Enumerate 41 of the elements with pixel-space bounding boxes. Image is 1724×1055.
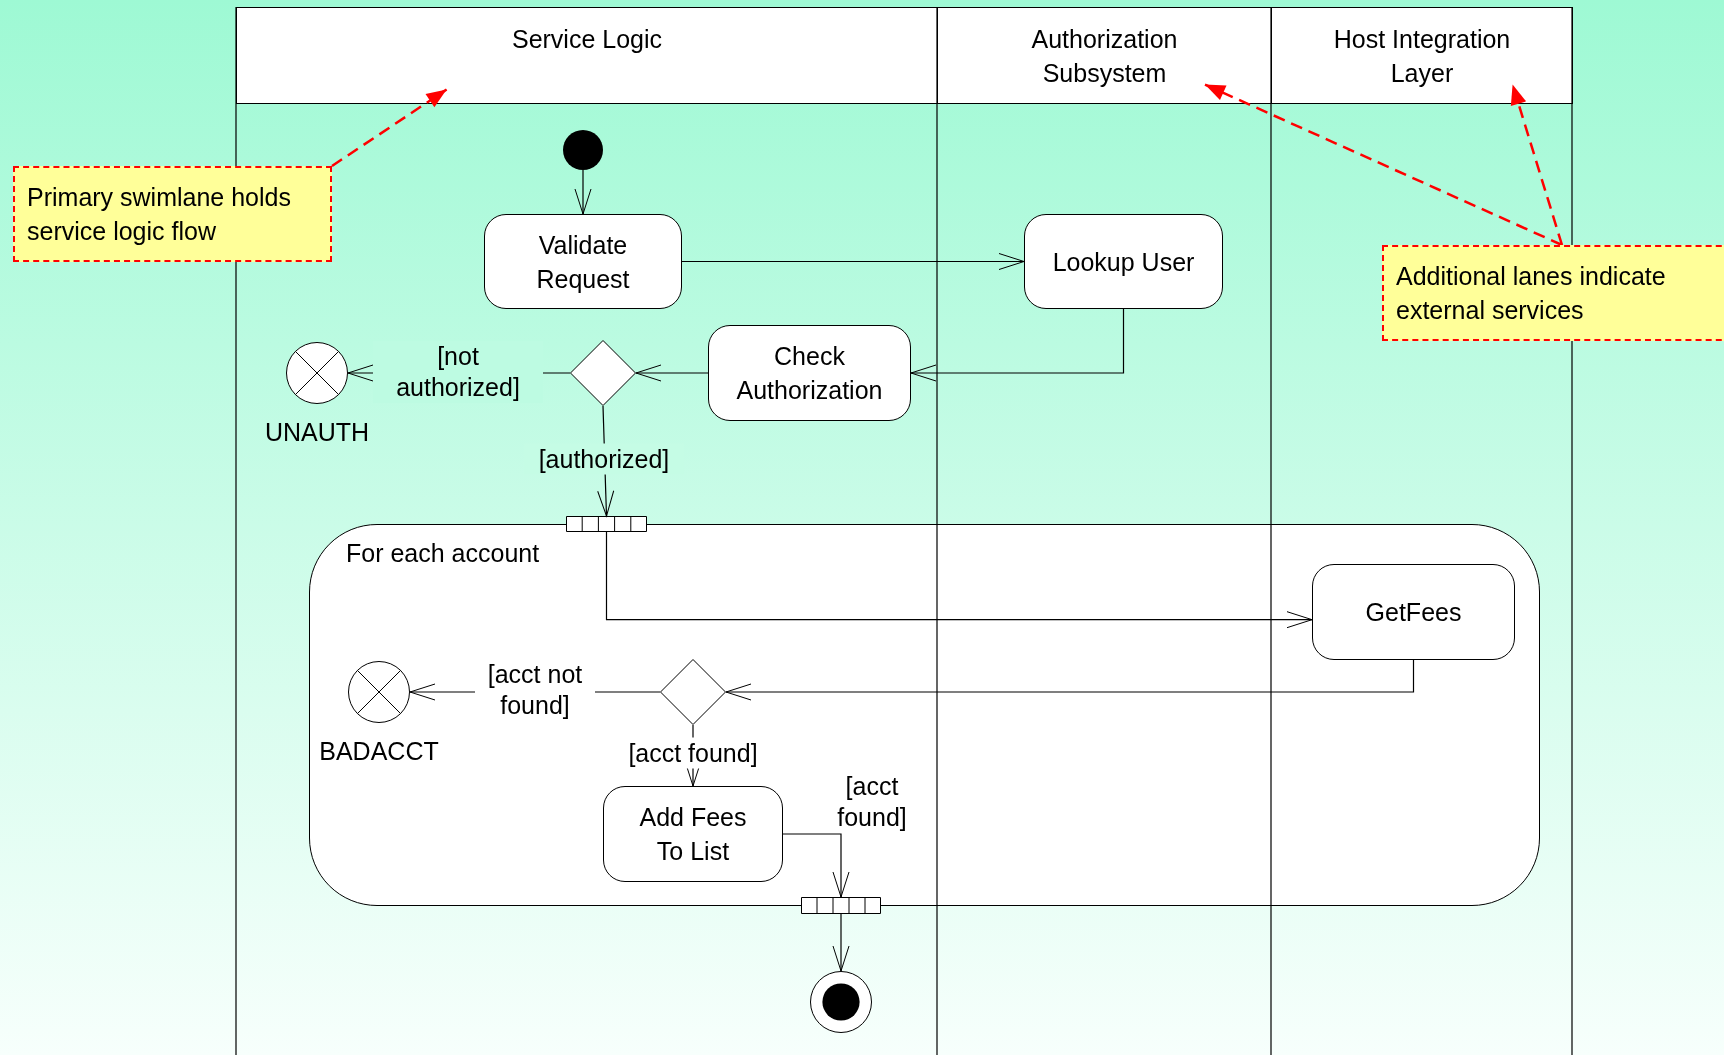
- flow-arrow: [635, 364, 709, 382]
- expansion-region: [309, 524, 1540, 906]
- action-label: GetFees: [1365, 597, 1462, 628]
- comment-arrow: [1510, 84, 1564, 246]
- node-caption: UNAUTH: [264, 418, 370, 447]
- lane-header: [1271, 7, 1573, 104]
- region-label: For each account: [346, 539, 540, 568]
- final-node: [810, 971, 872, 1033]
- action-label: Add Fees To List: [638, 802, 748, 867]
- action-label: Check Authorization: [735, 341, 884, 406]
- action-node: [484, 214, 682, 309]
- lane-title: Service Logic: [511, 24, 663, 55]
- lane-title: Authorization Subsystem: [1030, 24, 1179, 89]
- flow-arrow: [725, 659, 1415, 701]
- comment-note: [1382, 245, 1724, 341]
- flow-arrow: [832, 913, 850, 972]
- comment-arrow: [1204, 83, 1563, 247]
- action-label: Validate Request: [535, 229, 631, 295]
- flow-arrow: [574, 169, 592, 215]
- lane-header: [937, 7, 1272, 104]
- action-node: [603, 786, 783, 882]
- initial-node: [563, 130, 603, 170]
- flow-arrow: [782, 833, 850, 898]
- flow-arrow: [605, 531, 1313, 629]
- node-caption: BADACCT: [319, 737, 439, 766]
- note-text: Primary swimlane holds service logic flow: [27, 182, 292, 247]
- flow-arrow: [681, 253, 1025, 270]
- action-node: [708, 325, 911, 421]
- lane-header: [236, 7, 938, 104]
- note-text: Additional lanes indicate external services: [1396, 261, 1667, 326]
- lane-title: Host Integration Layer: [1332, 24, 1512, 89]
- decision-diamond: [660, 659, 726, 725]
- action-node: [1312, 564, 1515, 660]
- expansion-pins: [801, 897, 881, 914]
- flow-arrow: [910, 308, 1125, 382]
- comment-arrow: [331, 88, 448, 168]
- comment-note: [13, 166, 332, 262]
- decision-diamond: [570, 340, 636, 406]
- action-label: Lookup User: [1052, 246, 1195, 278]
- expansion-pins: [566, 516, 647, 532]
- action-node: [1024, 214, 1223, 309]
